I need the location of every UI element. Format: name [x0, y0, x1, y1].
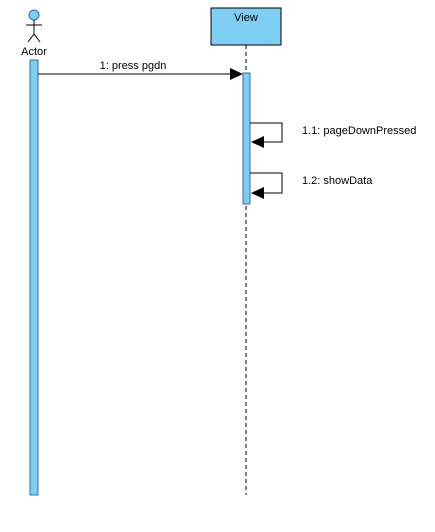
message-1-1-line	[250, 122, 283, 143]
actor-left-leg	[27, 33, 35, 43]
view-lifeline-head[interactable]	[210, 7, 282, 46]
actor-figure[interactable]	[26, 9, 42, 43]
message-1-1-label: 1.1: pageDownPressed	[302, 125, 416, 137]
message-1-arrowhead	[230, 68, 243, 80]
message-1-arrow[interactable]	[38, 68, 243, 80]
actor-head	[28, 9, 40, 21]
message-1-2-self-call[interactable]	[250, 172, 283, 199]
message-1-label: 1: press pgdn	[100, 60, 167, 72]
actor-label: Actor	[21, 46, 47, 58]
actor-right-leg	[33, 33, 41, 43]
actor-activation-bar[interactable]	[29, 59, 39, 496]
message-1-2-label: 1.2: showData	[302, 175, 373, 187]
message-1-2-line	[250, 172, 283, 194]
message-1-1-arrowhead	[251, 136, 264, 148]
message-1-2-arrowhead	[251, 187, 264, 199]
message-1-1-self-call[interactable]	[250, 122, 283, 148]
view-label: View	[234, 12, 258, 24]
view-activation-bar[interactable]	[242, 72, 251, 205]
